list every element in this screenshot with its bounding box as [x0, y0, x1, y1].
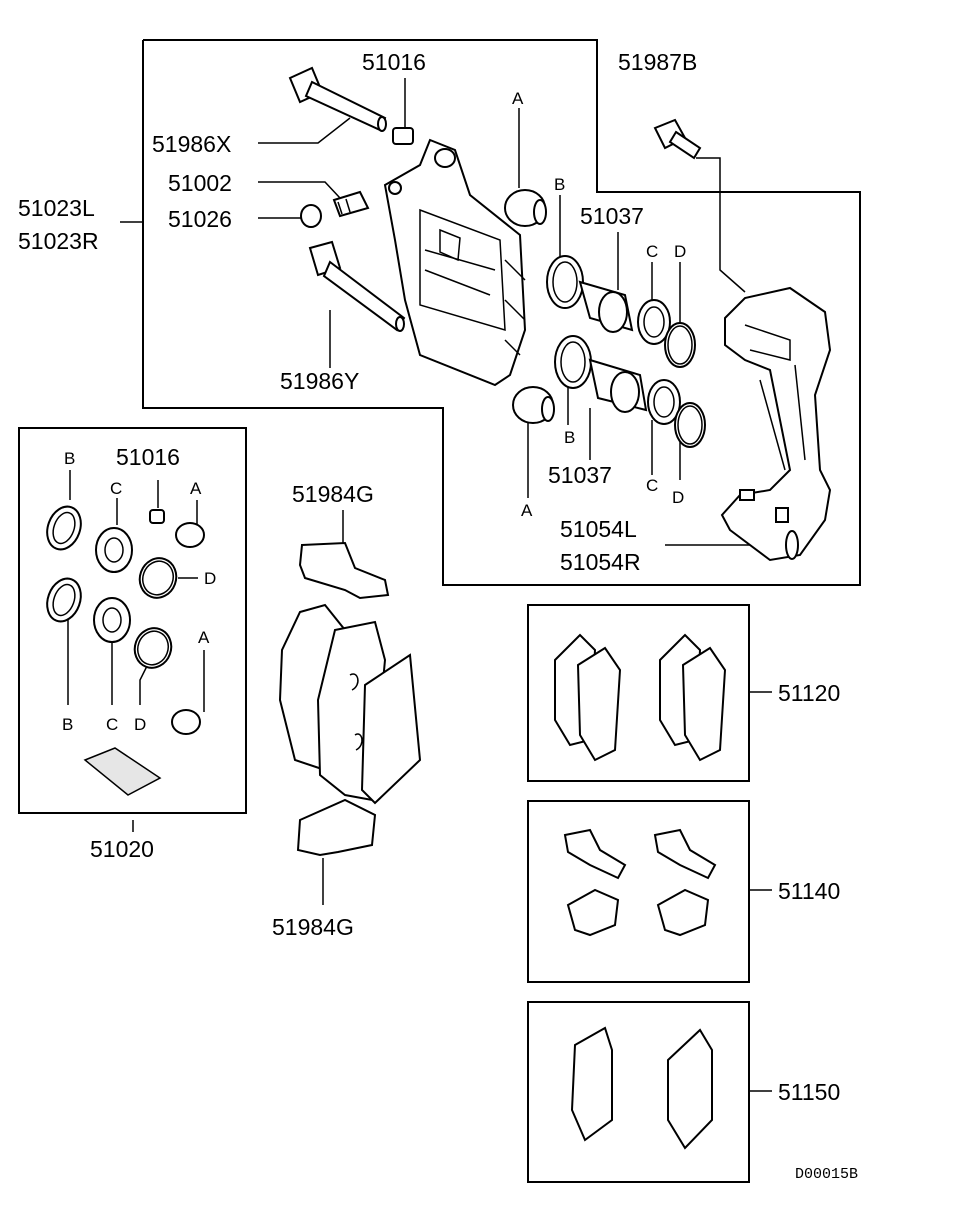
letter-d-upper: D: [674, 242, 686, 261]
pad-set-illustration: [554, 633, 727, 762]
part-labels: 51016 51987B 51986X 51002 51026 51023L 5…: [18, 49, 858, 1183]
seal-kit-box: [18, 427, 247, 814]
letter-b-kit-1: B: [64, 449, 75, 468]
label-51002: 51002: [168, 170, 232, 196]
letter-d-kit-2: D: [134, 715, 146, 734]
label-51054l: 51054L: [560, 516, 637, 542]
label-51140: 51140: [778, 878, 840, 904]
shim-kit-box: [527, 1001, 750, 1183]
dust-boot-upper: [504, 189, 547, 227]
letter-d-lower: D: [672, 488, 684, 507]
letter-a-lower: A: [521, 501, 533, 520]
leader-lines: [67, 78, 772, 1092]
label-51054r: 51054R: [560, 549, 641, 575]
letter-c-upper: C: [646, 242, 658, 261]
label-51037-top: 51037: [580, 203, 644, 229]
label-51020: 51020: [90, 836, 154, 862]
letter-b-kit-2: B: [62, 715, 73, 734]
mounting-bolt: [653, 118, 702, 160]
kit-contents: [46, 505, 205, 796]
clip-kit-illustration: [563, 828, 717, 937]
letter-c-lower: C: [646, 476, 658, 495]
label-51026: 51026: [168, 206, 232, 232]
piston-set-lower: [554, 335, 706, 448]
label-51023l: 51023L: [18, 195, 95, 221]
label-51120: 51120: [778, 680, 840, 706]
caliper-support: [720, 286, 832, 562]
diagram-code: D00015B: [795, 1166, 858, 1183]
guide-pin-lower: [308, 240, 406, 332]
label-51987b: 51987B: [618, 49, 697, 75]
bleeder-screw: [332, 190, 370, 218]
label-51037-bot: 51037: [548, 462, 612, 488]
clip-kit-box: [527, 800, 750, 983]
label-51016-top: 51016: [362, 49, 426, 75]
bleeder-cap: [300, 204, 322, 228]
piston-set-upper: [546, 255, 696, 368]
shim-kit-illustration: [570, 1026, 713, 1150]
guide-pin-upper: [288, 66, 387, 132]
letter-c-kit-2: C: [106, 715, 118, 734]
dust-boot-lower: [512, 386, 555, 424]
letter-d-kit-1: D: [204, 569, 216, 588]
letter-b-lower: B: [564, 428, 575, 447]
label-51984g-bot: 51984G: [272, 914, 354, 940]
letter-b-upper: B: [554, 175, 565, 194]
label-51016-kit: 51016: [116, 444, 180, 470]
label-51986y: 51986Y: [280, 368, 359, 394]
brake-pads-centre: [278, 541, 422, 857]
label-51986x: 51986X: [152, 131, 231, 157]
letter-a-upper: A: [512, 89, 524, 108]
label-51984g-top: 51984G: [292, 481, 374, 507]
pin-bushing: [392, 127, 414, 145]
letter-c-kit-1: C: [110, 479, 122, 498]
caliper-group-frame: [142, 39, 861, 586]
letter-a-kit-1: A: [190, 479, 202, 498]
caliper-body: [383, 138, 527, 387]
letter-a-kit-2: A: [198, 628, 210, 647]
label-51023r: 51023R: [18, 228, 99, 254]
label-51150: 51150: [778, 1079, 840, 1105]
pad-set-box: [527, 604, 750, 782]
